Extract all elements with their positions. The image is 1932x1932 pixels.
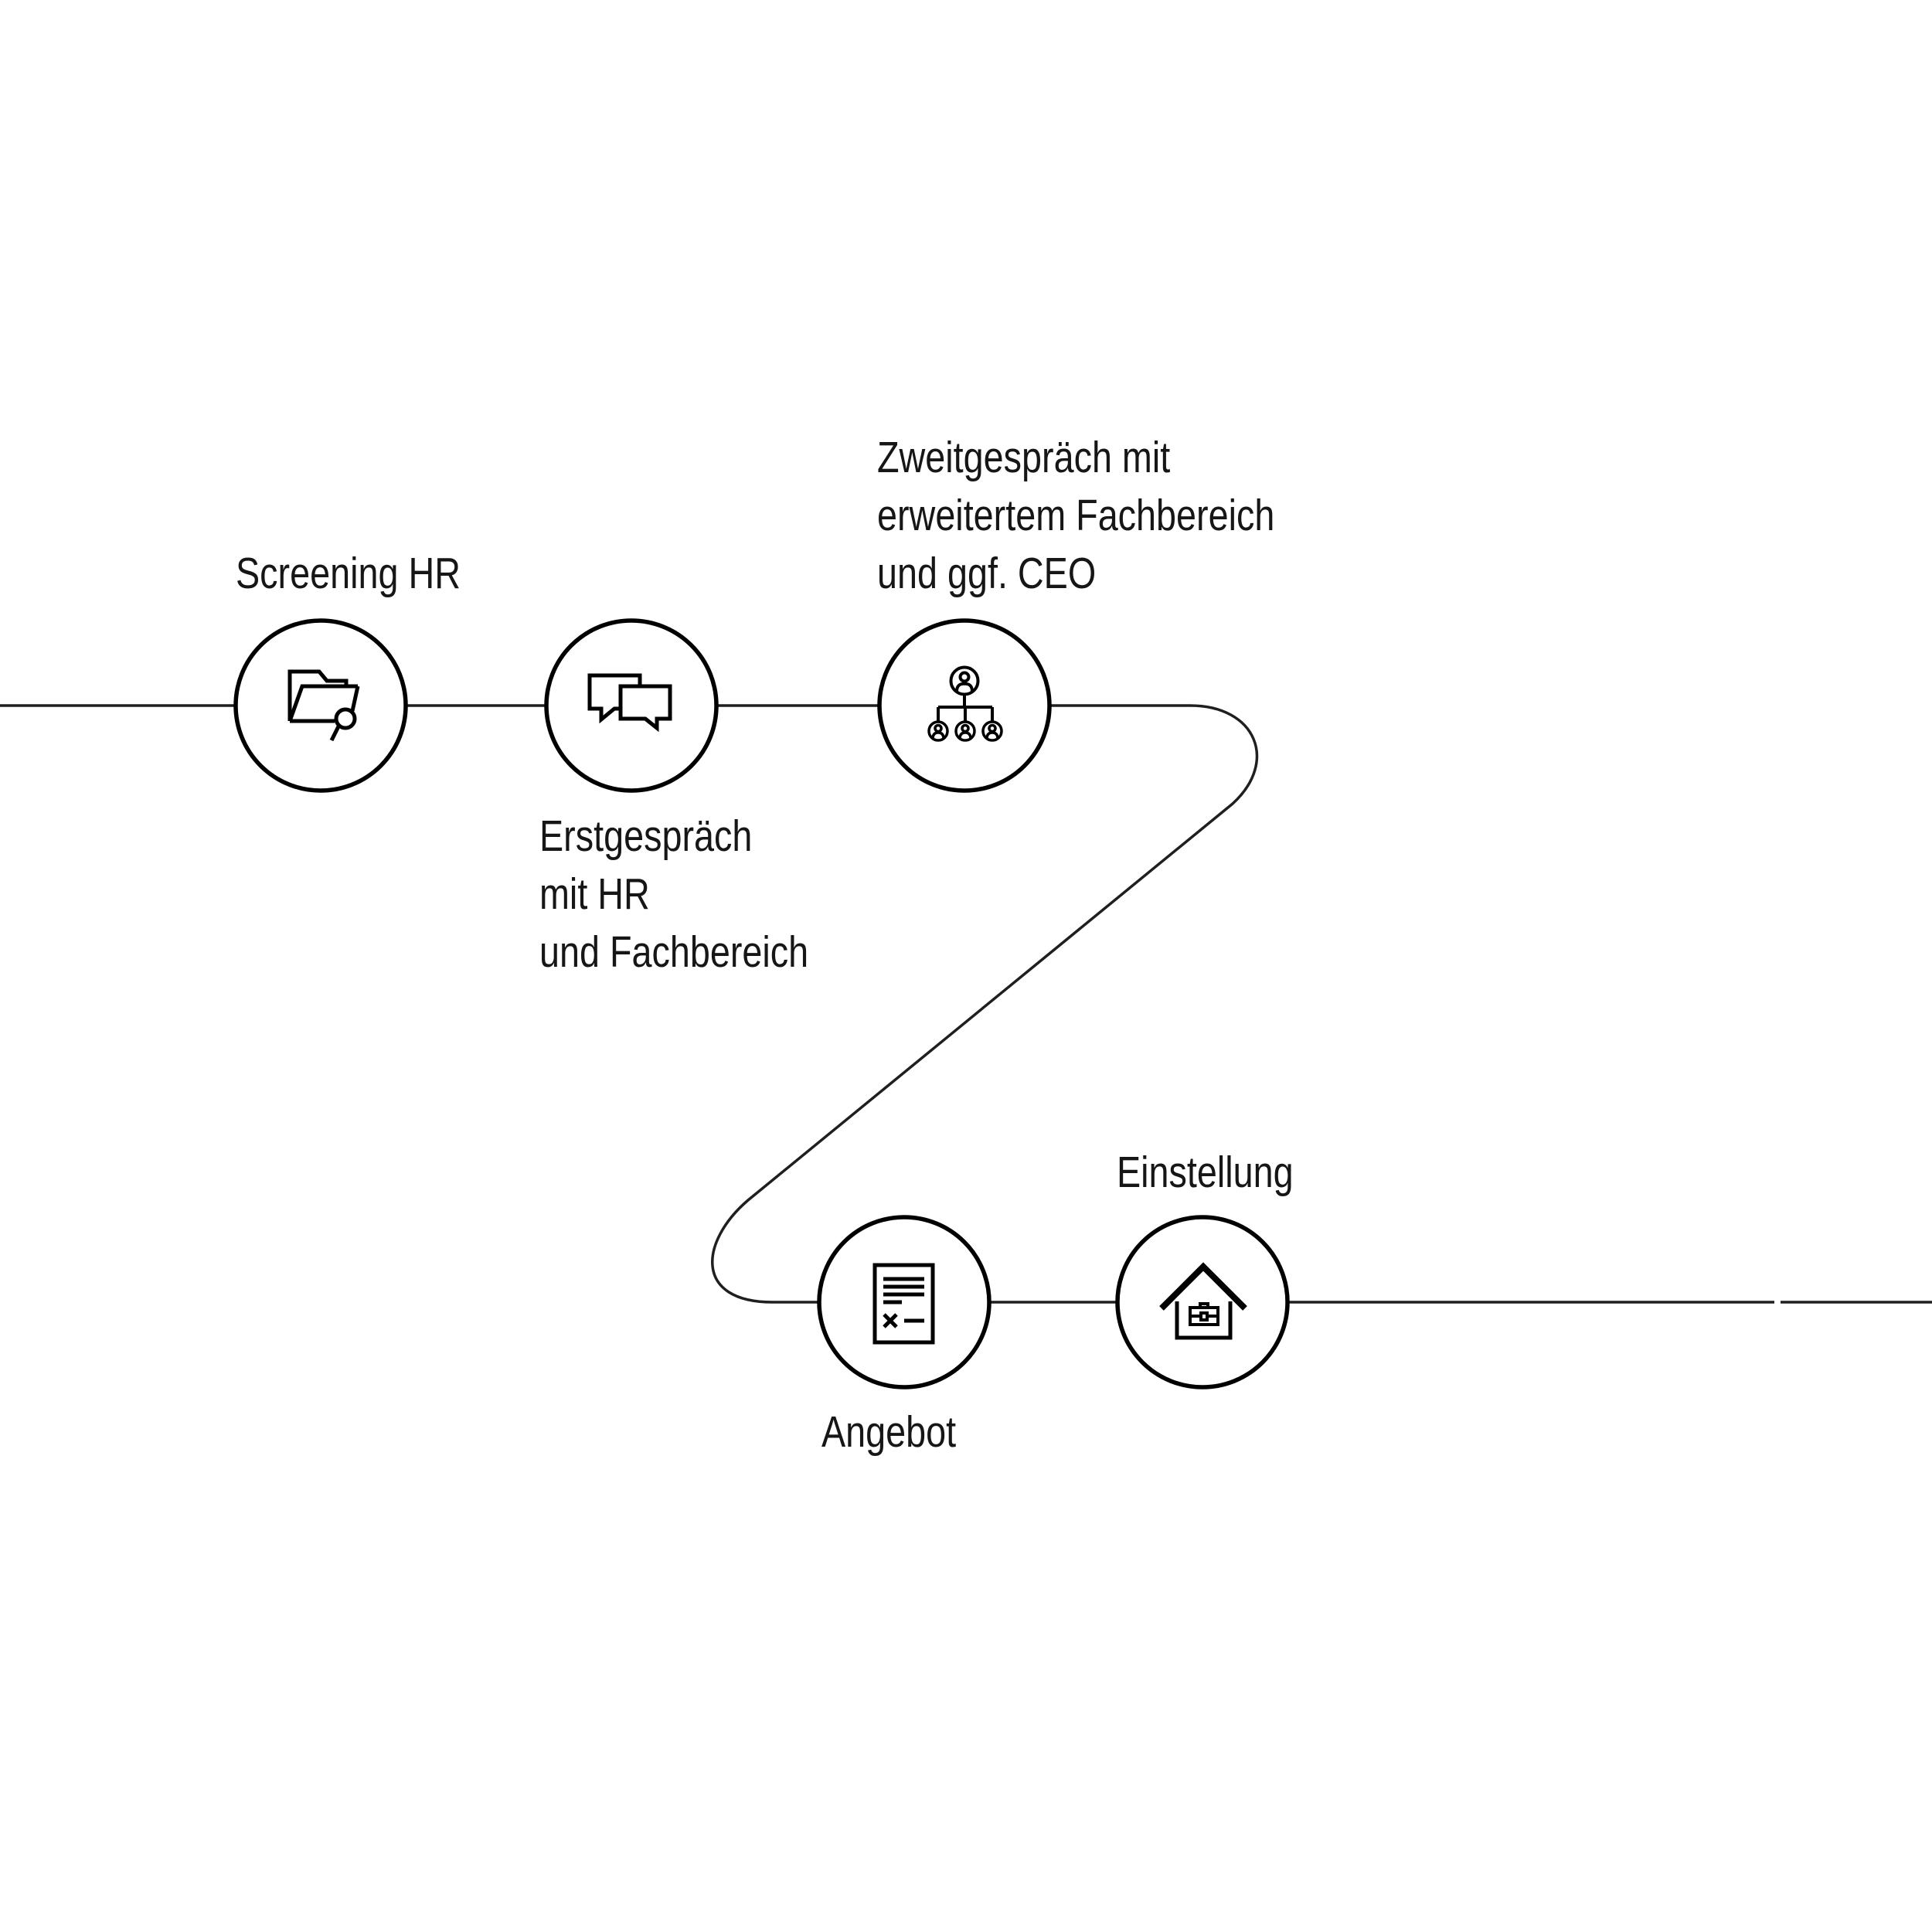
connector-lines [0,704,1932,1304]
label-line: mit HR [539,869,650,919]
label-line: und ggf. CEO [877,549,1097,598]
contract-document-icon [872,1263,935,1345]
step-node-einstellung [1115,1215,1290,1389]
label-zweitgespraech: Zweitgespräch mit erweitertem Fachbereic… [877,429,1274,603]
step-node-angebot [817,1215,992,1389]
label-einstellung: Einstellung [1117,1144,1294,1202]
house-briefcase-icon [1159,1262,1247,1340]
step-node-erstgespraech [544,618,719,793]
folder-search-icon [287,669,360,742]
label-line: Angebot [821,1407,957,1457]
chat-bubbles-icon [587,673,672,733]
label-line: und Fachbereich [539,927,809,977]
label-line: Zweitgespräch mit [877,433,1171,482]
label-erstgespraech: Erstgespräch mit HR und Fachbereich [539,808,808,981]
label-line: Einstellung [1117,1148,1294,1197]
step-circle-screening-hr [233,618,408,793]
label-line: Erstgespräch [539,811,753,861]
connector-s-curve-step3-to-step4 [711,704,1259,1304]
step-node-zweitgespraech [877,618,1052,793]
label-angebot: Angebot [821,1403,956,1461]
label-line: erweitertem Fachbereich [877,491,1275,540]
label-line: Screening HR [236,549,461,598]
step-circle-angebot [817,1215,992,1389]
label-screening-hr: Screening HR [236,545,461,603]
org-chart-icon [927,665,1003,742]
step-node-screening-hr [233,618,408,793]
